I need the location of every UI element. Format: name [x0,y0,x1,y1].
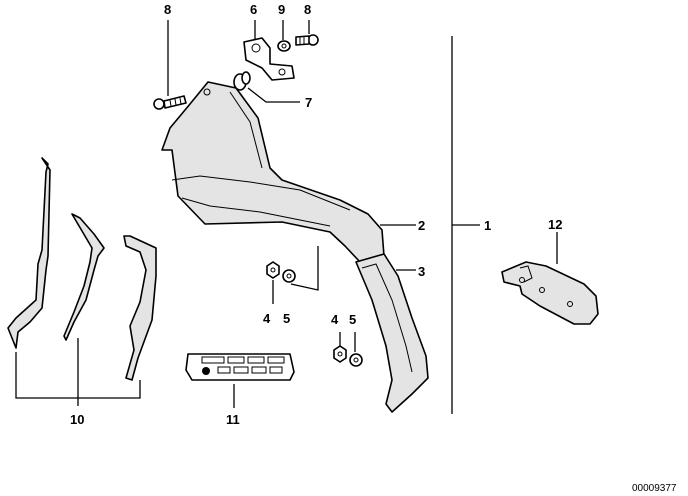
trim-strip-part [355,253,429,413]
rubber-grommet-part [233,71,251,91]
leader-lines [15,20,558,414]
callout-5-upper: 5 [283,311,290,326]
callout-4-lower: 4 [331,312,339,327]
screw-right-part [295,34,319,46]
screw-left-part [153,95,187,110]
callout-7: 7 [305,95,312,110]
callout-1: 1 [484,218,491,233]
callout-11: 11 [226,412,240,427]
callout-9: 9 [278,2,285,17]
seal-right-part [123,235,157,381]
seal-left-part [7,157,51,349]
fairing-panel-part [161,81,385,263]
drawing-code: 00009377 [632,483,677,494]
callout-5-lower: 5 [349,312,356,327]
nut-lower-part [333,345,347,363]
washer-lower-part [349,353,363,367]
callout-3: 3 [418,264,425,279]
seal-middle-part [63,213,105,341]
callout-6: 6 [250,2,257,17]
callout-12: 12 [548,217,562,232]
washer-upper-part [282,269,296,283]
callout-4-upper: 4 [263,311,271,326]
nut-upper-part [266,261,280,279]
control-panel-part [185,353,295,381]
washer-top-part [277,40,291,52]
callout-2: 2 [418,218,425,233]
bracket-plate-part [501,261,599,325]
callout-10: 10 [70,412,84,427]
callout-8-left: 8 [164,2,171,17]
callout-8-right: 8 [304,2,311,17]
mounting-bracket-part [243,37,295,81]
